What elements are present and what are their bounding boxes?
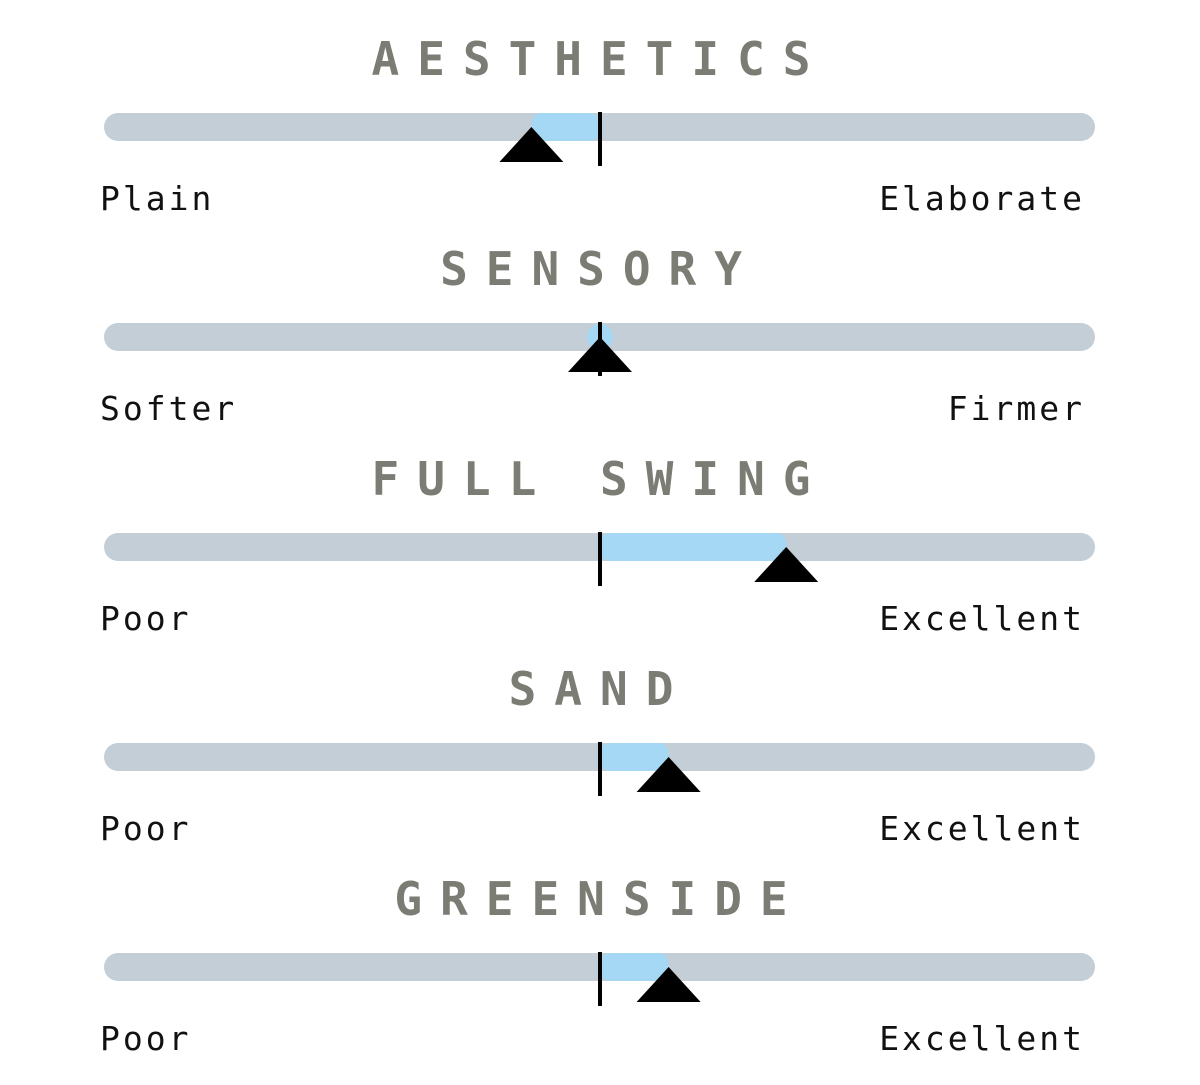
left-label: Poor xyxy=(100,1019,191,1058)
left-label: Plain xyxy=(100,179,214,218)
left-label: Poor xyxy=(100,599,191,638)
slider-row: GREENSIDE Poor Excellent xyxy=(100,872,1095,1058)
slider-row: AESTHETICS Plain Elaborate xyxy=(100,32,1095,218)
right-label: Excellent xyxy=(879,599,1085,638)
value-marker xyxy=(754,547,819,582)
center-tick xyxy=(598,742,602,796)
left-label: Softer xyxy=(100,389,237,428)
row-title: FULL SWING xyxy=(372,452,829,506)
slider-row: FULL SWING Poor Excellent xyxy=(100,452,1095,638)
center-tick xyxy=(598,112,602,166)
value-marker xyxy=(499,127,564,162)
right-label: Excellent xyxy=(879,809,1085,848)
value-marker xyxy=(568,337,632,372)
value-fill xyxy=(531,113,600,141)
center-tick xyxy=(598,952,602,1006)
value-marker xyxy=(636,757,701,792)
row-title: SENSORY xyxy=(440,242,760,296)
value-marker xyxy=(636,967,701,1002)
center-tick xyxy=(598,532,602,586)
slider-row: SENSORY Softer Firmer xyxy=(100,242,1095,428)
row-title: SAND xyxy=(509,662,692,716)
slider-row: SAND Poor Excellent xyxy=(100,662,1095,848)
right-label: Excellent xyxy=(879,1019,1085,1058)
row-title: GREENSIDE xyxy=(394,872,805,926)
value-fill xyxy=(600,953,669,981)
right-label: Elaborate xyxy=(879,179,1085,218)
row-title: AESTHETICS xyxy=(372,32,829,86)
left-label: Poor xyxy=(100,809,191,848)
value-fill xyxy=(600,533,787,561)
value-fill xyxy=(600,743,669,771)
right-label: Firmer xyxy=(948,389,1085,428)
